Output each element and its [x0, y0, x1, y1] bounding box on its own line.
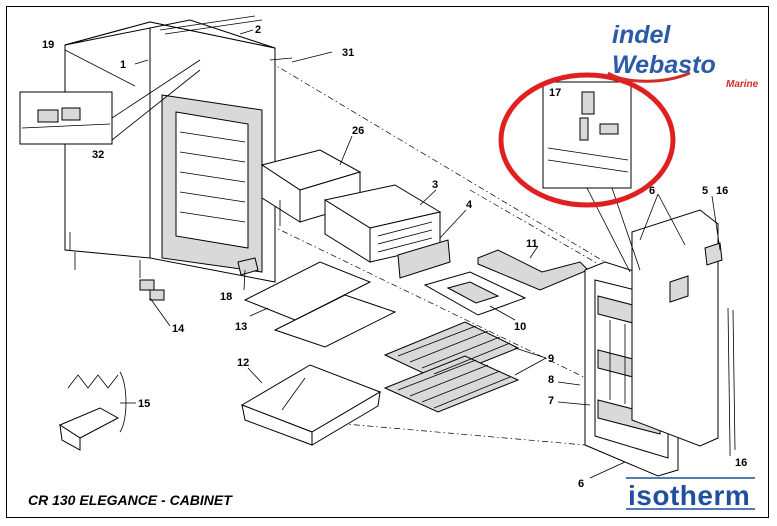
callout-11: 11	[526, 238, 538, 250]
callout-6-lower: 6	[578, 478, 584, 490]
inset-detail-17	[542, 81, 641, 273]
diagram-frame	[6, 6, 769, 518]
part-11	[477, 249, 589, 291]
callout-16-upper: 16	[716, 185, 728, 197]
isotherm-logo-text: isotherm	[628, 480, 750, 511]
callout-17: 17	[549, 87, 561, 99]
callout-2: 2	[255, 24, 261, 36]
callout-15: 15	[138, 398, 150, 410]
indel-webasto-logo: indel Webasto Marine	[607, 21, 759, 90]
callout-18: 18	[220, 291, 232, 303]
part-10	[423, 271, 527, 316]
callout-12: 12	[237, 357, 249, 369]
callout-1: 1	[120, 59, 126, 71]
indel-logo-text: indel	[612, 21, 671, 49]
seal-16	[704, 242, 736, 451]
callout-19: 19	[42, 39, 54, 51]
cabinet-body	[64, 15, 293, 283]
part-15	[58, 371, 127, 451]
callout-7: 7	[548, 395, 554, 407]
callout-4: 4	[466, 199, 473, 211]
callout-32: 32	[92, 149, 104, 161]
callout-26: 26	[352, 125, 364, 137]
callout-8: 8	[548, 374, 554, 386]
callout-3: 3	[432, 179, 438, 191]
highlight-circle	[498, 72, 676, 208]
part-14	[69, 232, 165, 301]
callout-16-lower: 16	[735, 457, 747, 469]
leader-lines	[64, 29, 731, 479]
part-4	[397, 239, 451, 279]
part-18	[237, 257, 259, 276]
isotherm-logo: isotherm	[626, 477, 755, 511]
part-9	[383, 321, 520, 413]
door-panel-5	[631, 209, 719, 447]
part-12	[240, 364, 382, 446]
webasto-swoosh-icon	[607, 71, 691, 83]
part-13	[243, 261, 397, 348]
callout-9: 9	[548, 353, 554, 365]
diagram-title: CR 130 ELEGANCE - CABINET	[28, 492, 233, 508]
part-3	[323, 184, 442, 263]
inset-detail-32	[19, 59, 201, 145]
callout-5: 5	[702, 185, 708, 197]
callout-14: 14	[172, 323, 185, 335]
webasto-logo-text: Webasto	[612, 51, 716, 79]
callout-labels: 1 2 3 4 5 6 6 7 8 9 10 11 12 13 14 15 16…	[42, 24, 747, 490]
marine-logo-text: Marine	[726, 79, 759, 90]
callout-31: 31	[342, 47, 354, 59]
assembly-lines	[269, 61, 606, 446]
callout-10: 10	[514, 321, 526, 333]
callout-6-upper: 6	[649, 185, 655, 197]
callout-13: 13	[235, 321, 247, 333]
